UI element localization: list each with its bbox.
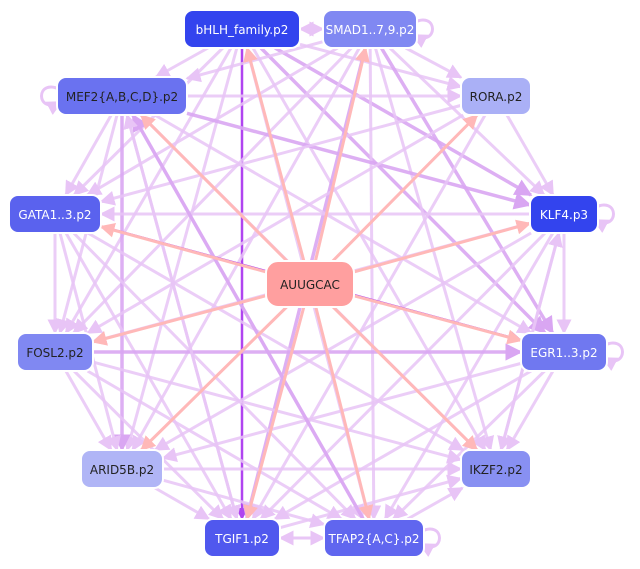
edge-mef2-to-gata [64,114,113,197]
edge-center-to-mef2 [139,113,289,263]
node-label-gata: GATA1..3.p2 [18,208,91,222]
node-label-klf4: KLF4.p3 [540,208,588,222]
edge-center-to-rora [331,113,479,263]
edge-layer [47,21,572,546]
node-label-rora: RORA.p2 [470,90,523,104]
node-bhlh[interactable]: bHLH_family.p2 [183,9,301,49]
edge-center-to-fosl2 [91,294,267,346]
node-label-mef2: MEF2{A,B,C,D}.p2 [66,90,178,104]
node-label-center: AUUGCAC [280,278,340,292]
edge-rora-to-klf4 [505,114,555,197]
edge-egr-to-ikzf2 [505,370,555,452]
node-egr[interactable]: EGR1..3.p2 [520,332,608,372]
node-arid5b[interactable]: ARID5B.p2 [80,449,164,489]
self-loop-egr [601,341,624,371]
edge-mef2-to-egr [154,113,533,335]
edge-rora-to-tgif1 [251,114,487,521]
edge-gata-to-ikzf2 [87,231,465,452]
node-label-egr: EGR1..3.p2 [530,346,597,360]
node-box-ikzf2[interactable] [460,449,532,489]
self-loop-smad [411,18,434,48]
edge-tfap2-to-mef2 [131,113,365,520]
edge-bhlh-to-mef2 [154,46,209,79]
node-label-tgif1: TGIF1.p2 [214,532,269,546]
edge-center-to-gata [99,222,267,274]
edge-tgif1-to-ikzf2 [279,474,463,530]
edge-mef2-to-klf4 [186,111,532,210]
node-box-arid5b[interactable] [80,449,164,489]
node-gata[interactable]: GATA1..3.p2 [8,194,102,234]
node-box-rora[interactable] [460,76,532,116]
edge-center-to-egr [353,294,523,345]
node-label-ikzf2: IKZF2.p2 [469,463,522,477]
edge-arid5b-to-tfap2 [162,478,326,528]
node-box-bhlh[interactable] [183,9,301,49]
node-rora[interactable]: RORA.p2 [460,76,532,116]
node-klf4[interactable]: KLF4.p3 [529,194,599,234]
node-box-egr[interactable] [520,332,608,372]
edge-rora-to-gata [99,103,462,206]
node-mef2[interactable]: MEF2{A,B,C,D}.p2 [56,76,188,116]
edge-egr-to-tgif1 [273,369,532,521]
edge-center-to-ikzf2 [332,305,478,452]
node-tfap2[interactable]: TFAP2{A,C}.p2 [323,518,425,558]
node-box-tgif1[interactable] [203,518,281,558]
edge-fosl2-to-arid5b [64,370,113,452]
edge-center-to-smad [313,46,370,262]
edge-egr-to-tfap2 [392,369,546,521]
edge-center-to-arid5b [140,305,288,452]
node-box-center[interactable] [265,260,355,308]
edge-arid5b-to-tgif1 [154,486,211,521]
node-box-fosl2[interactable] [16,332,94,372]
node-label-fosl2: FOSL2.p2 [26,346,83,360]
self-loop-klf4 [592,203,615,233]
node-tgif1[interactable]: TGIF1.p2 [203,518,281,558]
node-smad[interactable]: SMAD1..7,9.p2 [322,9,418,49]
node-box-tfap2[interactable] [323,518,425,558]
node-box-klf4[interactable] [529,194,599,234]
node-ikzf2[interactable]: IKZF2.p2 [460,449,532,489]
node-layer: bHLH_family.p2 SMAD1..7,9.p2RORA.p2KLF4.p… [8,9,608,558]
edge-rora-to-fosl2 [86,113,465,335]
node-box-smad[interactable] [322,9,418,49]
edge-tfap2-to-ikzf2 [406,486,464,521]
edge-center-to-tfap2 [314,306,374,521]
node-label-smad: SMAD1..7,9.p2 [326,23,415,37]
node-box-mef2[interactable] [56,76,188,116]
edge-center-to-bhlh [243,46,306,262]
self-loop-tfap2 [418,527,441,557]
self-loop-layer [40,18,624,557]
edge-center-to-tgif1 [243,306,306,521]
node-label-tfap2: TFAP2{A,C}.p2 [328,532,420,546]
edge-smad-to-tfap2 [366,47,382,521]
node-center[interactable]: AUUGCAC [265,260,355,308]
edge-center-to-klf4 [353,219,532,274]
self-loop-mef2 [40,85,63,115]
node-label-arid5b: ARID5B.p2 [90,463,154,477]
node-label-bhlh: bHLH_family.p2 [196,23,289,37]
node-box-gata[interactable] [8,194,102,234]
edge-smad-to-rora [405,46,463,79]
edge-klf4-to-arid5b [153,231,532,452]
node-fosl2[interactable]: FOSL2.p2 [16,332,94,372]
